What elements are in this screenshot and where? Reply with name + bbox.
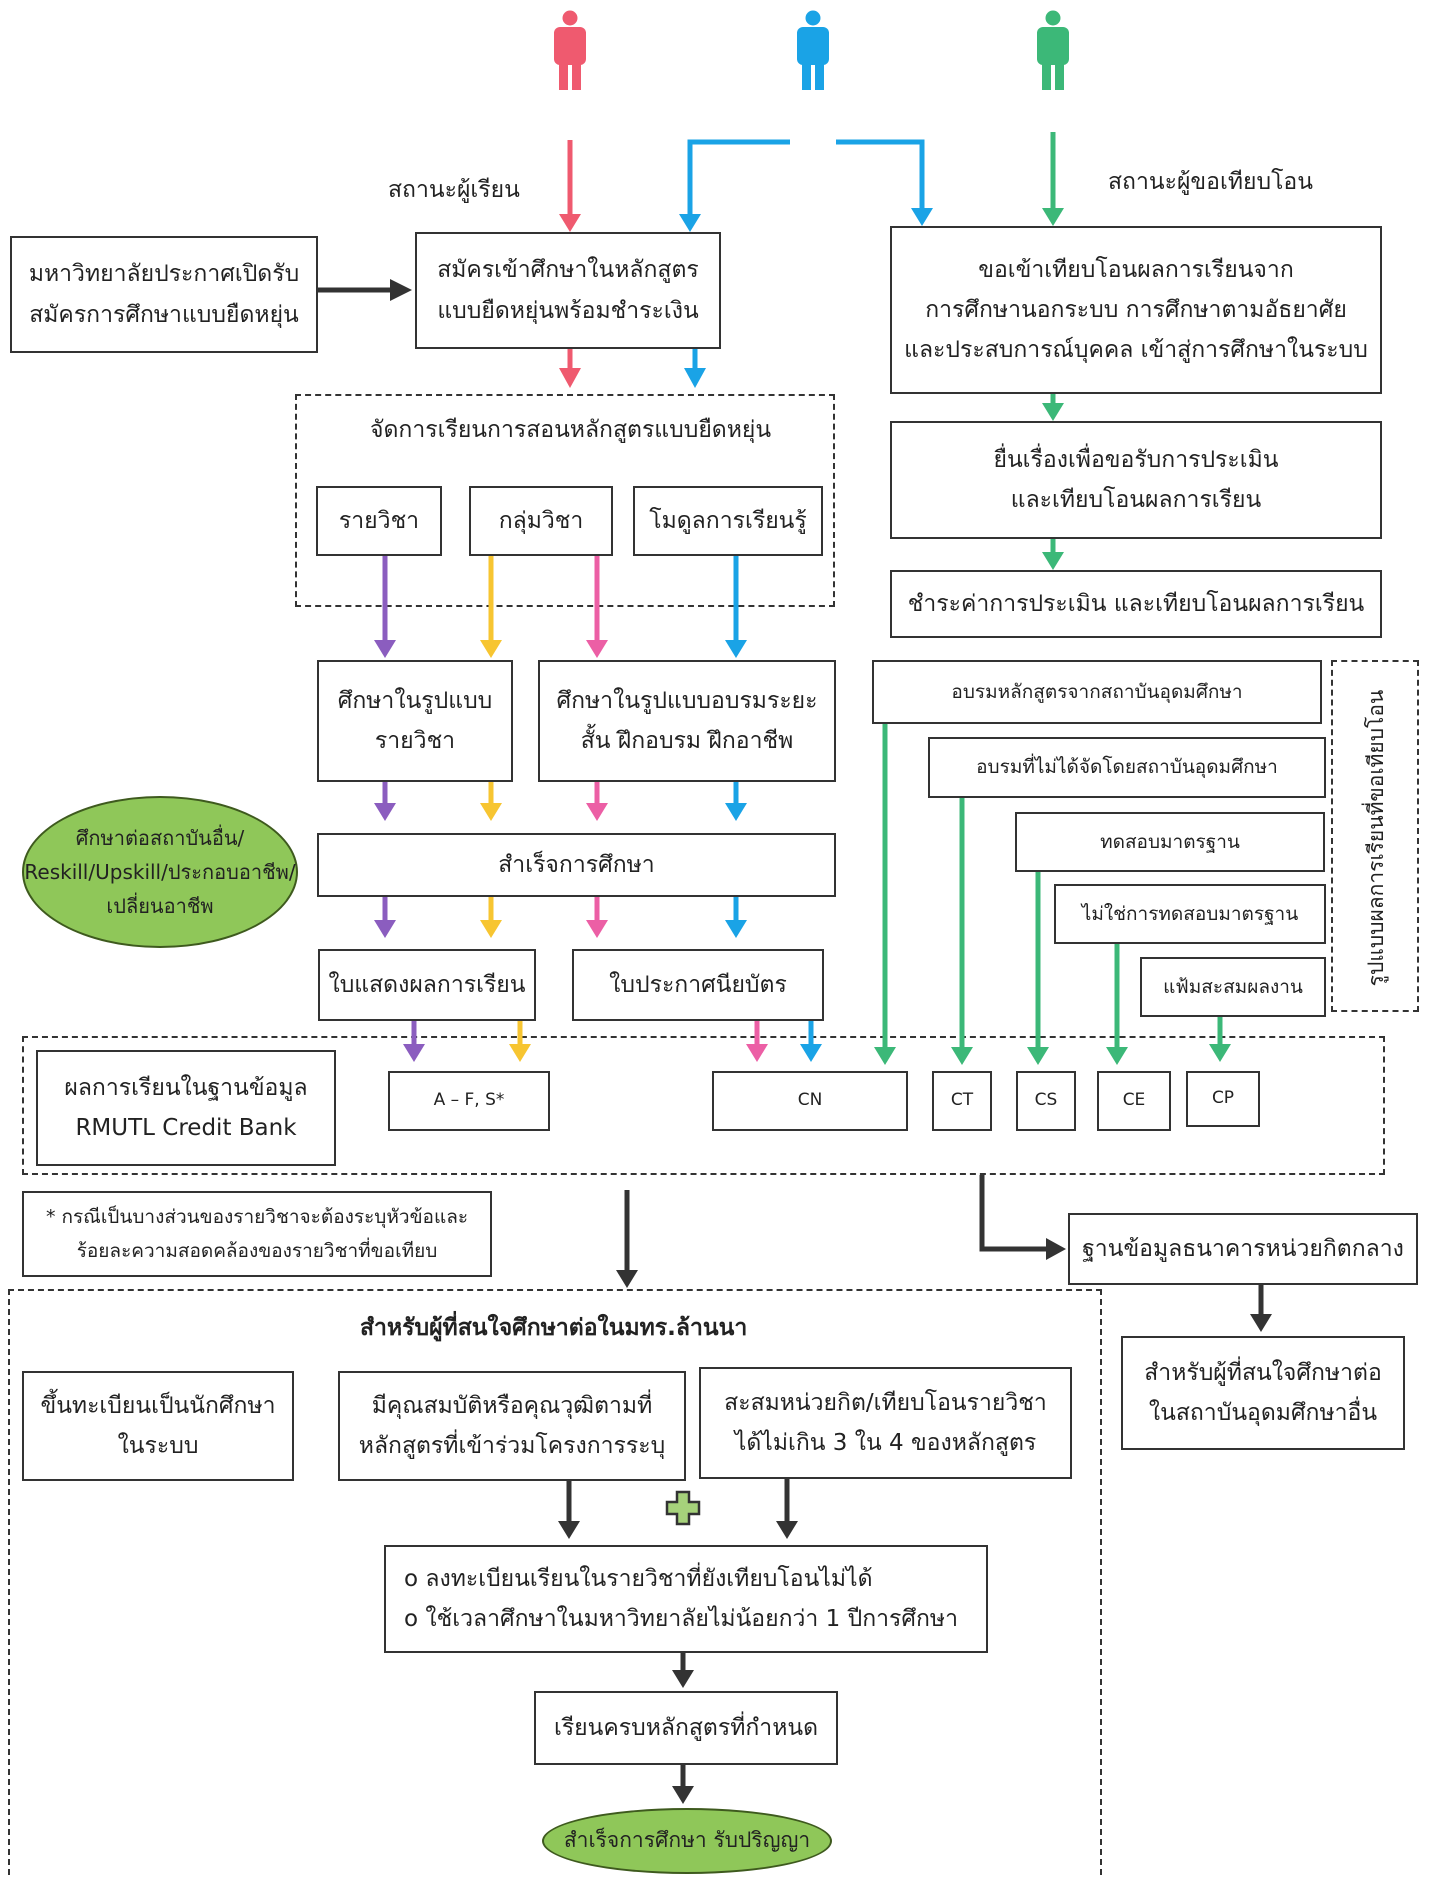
manage-teaching-label: จัดการเรียนการสอนหลักสูตรแบบยืดหยุ่น [370,417,772,443]
student-status-label: สถานะผู้เรียน [388,177,520,203]
standard-test-box: ทดสอบมาตรฐาน [1015,812,1325,872]
rmutl-title: สำหรับผู้ที่สนใจศึกษาต่อในมทร.ล้านนา [360,1315,748,1341]
note-box: * กรณีเป็นบางส่วนของรายวิชาจะต้องระบุหัว… [22,1191,492,1277]
module-box: โมดูลการเรียนรู้ [633,486,823,556]
certificate-box: ใบประกาศนียบัตร [572,949,824,1021]
graduate-box: สำเร็จการศึกษา [317,833,836,897]
transcript-box: ใบแสดงผลการเรียน [318,949,536,1021]
university-announce-box: มหาวิทยาลัยประกาศเปิดรับสมัครการศึกษาแบบ… [10,236,318,353]
person-red-icon [554,10,586,90]
cn-box: CN [712,1071,908,1131]
complete-program-box: เรียนครบหลักสูตรที่กำหนด [534,1691,838,1765]
training-hei-box: อบรมหลักสูตรจากสถาบันอุดมศึกษา [872,660,1322,724]
submit-assessment-box: ยื่นเรื่องเพื่อขอรับการประเมินและเทียบโอ… [890,421,1382,539]
pay-assessment-box: ชำระค่าการประเมิน และเทียบโอนผลการเรียน [890,570,1382,638]
qualified-box: มีคุณสมบัติหรือคุณวุฒิตามที่หลักสูตรที่เ… [338,1371,686,1481]
grade-af-box: A – F, S* [388,1071,550,1131]
other-hei-box: สำหรับผู้ที่สนใจศึกษาต่อในสถาบันอุดมศึกษ… [1121,1336,1405,1450]
cp-box: CP [1186,1071,1260,1127]
central-bank-box: ฐานข้อมูลธนาคารหน่วยกิตกลาง [1068,1213,1418,1285]
portfolio-box: แฟ้มสะสมผลงาน [1140,957,1326,1017]
flexible-teaching-region [295,394,835,607]
study-short-box: ศึกษาในรูปแบบอบรมระยะสั้น ฝึกอบรม ฝึกอาช… [538,660,836,782]
course-group-box: กลุ่มวิชา [469,486,613,556]
non-standard-test-box: ไม่ใช่การทดสอบมาตรฐาน [1054,884,1326,944]
requirements-box: o ลงทะเบียนเรียนในรายวิชาที่ยังเทียบโอนไ… [384,1545,988,1653]
further-study-ellipse: ศึกษาต่อสถาบันอื่น/Reskill/Upskill/ประกอ… [22,796,298,948]
study-course-box: ศึกษาในรูปแบบรายวิชา [317,660,513,782]
ce-box: CE [1097,1071,1171,1131]
apply-flexible-box: สมัครเข้าศึกษาในหลักสูตรแบบยืดหยุ่นพร้อม… [415,232,721,349]
register-student-box: ขึ้นทะเบียนเป็นนักศึกษาในระบบ [22,1371,294,1481]
transfer-forms-region [1331,660,1419,1012]
person-blue-icon [797,10,829,90]
course-box: รายวิชา [316,486,442,556]
credit-bank-region [22,1036,1385,1175]
request-transfer-box: ขอเข้าเทียบโอนผลการเรียนจากการศึกษานอกระ… [890,226,1382,394]
person-green-icon [1037,10,1069,90]
accumulate-box: สะสมหน่วยกิต/เทียบโอนรายวิชาได้ไม่เกิน 3… [699,1367,1072,1479]
plus-icon [665,1490,701,1526]
degree-ellipse: สำเร็จการศึกษา รับปริญญา [542,1808,832,1874]
transfer-status-label: สถานะผู้ขอเทียบโอน [1108,169,1313,195]
ct-box: CT [932,1071,992,1131]
training-non-hei-box: อบรมที่ไม่ได้จัดโดยสถาบันอุดมศึกษา [928,737,1326,798]
rmutl-region [8,1289,1102,1879]
cs-box: CS [1016,1071,1076,1131]
